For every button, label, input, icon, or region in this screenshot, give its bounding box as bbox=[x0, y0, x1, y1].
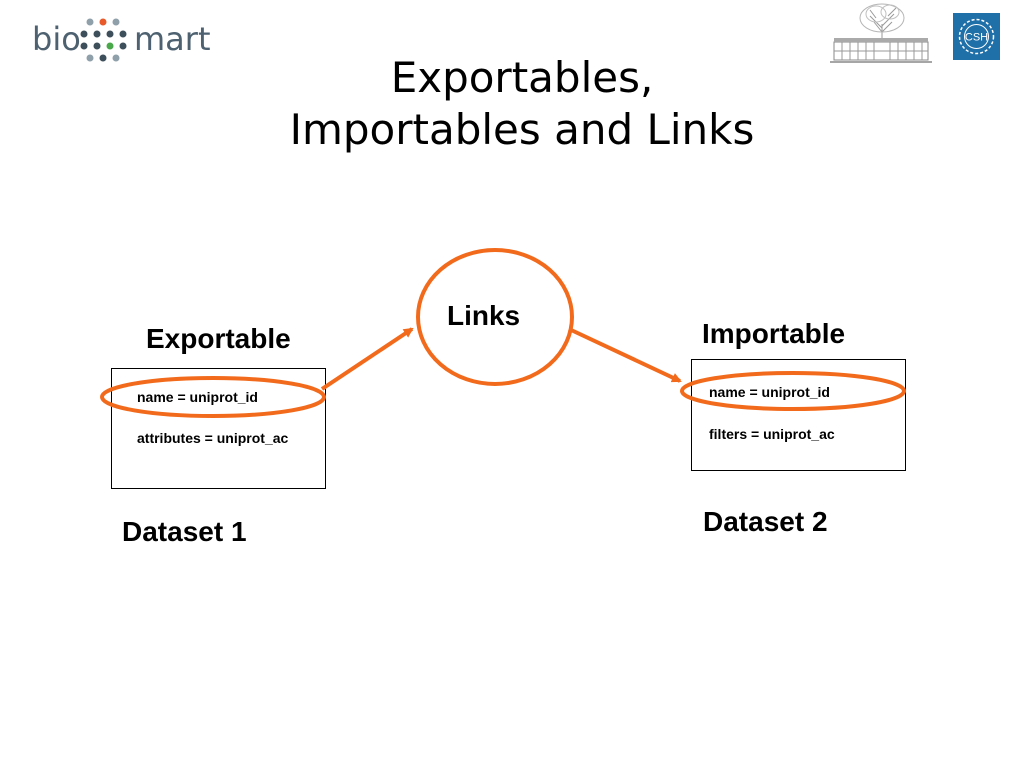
dataset-1-label: Dataset 1 bbox=[122, 516, 247, 547]
biomart-logo: bio mart bbox=[32, 14, 210, 68]
importable-highlight-ellipse bbox=[680, 371, 906, 411]
exportable-highlight-ellipse bbox=[100, 376, 326, 418]
logo-text-bio: bio bbox=[32, 20, 81, 58]
links-circle bbox=[416, 248, 574, 386]
csh-logo-text: CSH bbox=[965, 32, 988, 44]
arrow-exportable-to-links bbox=[320, 327, 414, 391]
title-line-1: Exportables, bbox=[390, 53, 654, 102]
arrow-links-to-importable bbox=[568, 327, 682, 383]
links-label: Links bbox=[447, 300, 521, 331]
dataset-1-box bbox=[111, 368, 326, 489]
dataset-2-label: Dataset 2 bbox=[703, 506, 828, 537]
importable-field-name: name = uniprot_id bbox=[709, 384, 830, 400]
logo-text-mart: mart bbox=[134, 20, 211, 58]
importable-label: Importable bbox=[702, 318, 846, 349]
exportable-field-name: name = uniprot_id bbox=[137, 389, 258, 405]
exportable-field-attributes: attributes = uniprot_ac bbox=[137, 430, 289, 446]
exportable-label: Exportable bbox=[146, 323, 291, 354]
biomart-dots-icon bbox=[80, 18, 127, 62]
importable-field-filters: filters = uniprot_ac bbox=[709, 426, 835, 442]
slide-title: Exportables, Importables and Links bbox=[212, 52, 832, 156]
csh-seal-logo: CSH bbox=[953, 13, 1000, 60]
laboratory-building-logo bbox=[830, 3, 932, 63]
title-line-2: Importables and Links bbox=[289, 105, 755, 154]
